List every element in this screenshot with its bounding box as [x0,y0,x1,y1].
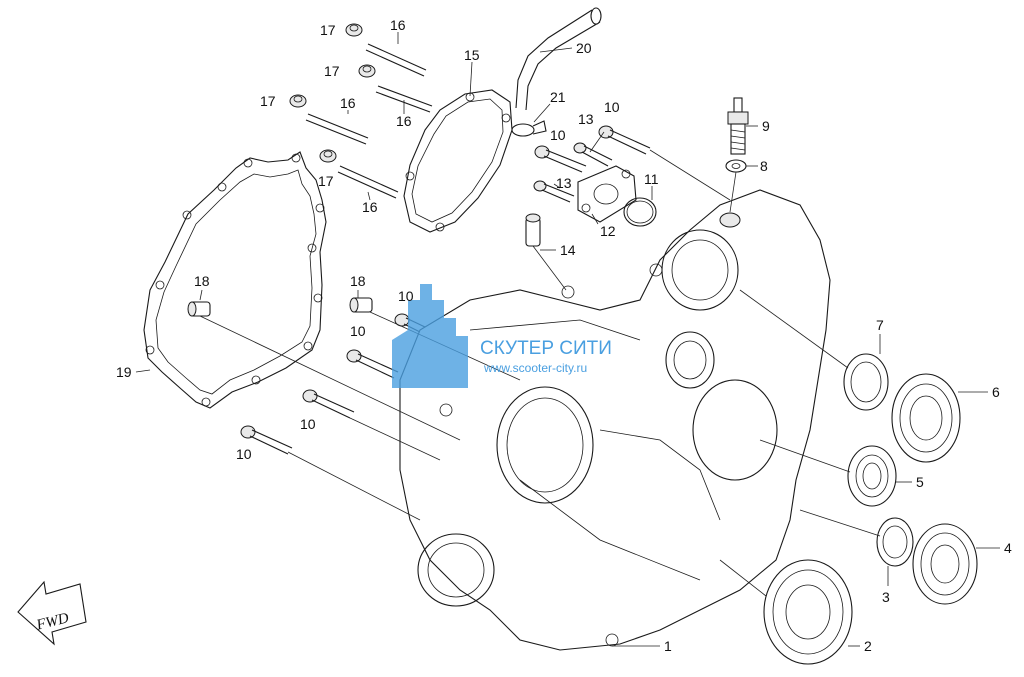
stud-16-c [305,113,369,145]
bolt-10-b [534,145,587,173]
crankcase-half-1 [399,189,831,651]
nut-17-b [358,64,376,78]
nut-17-c [289,94,307,108]
fwd-label: FWD [34,610,71,634]
callout-19: 19 [116,364,132,380]
callout-16-a: 16 [390,17,406,33]
callout-13-a: 13 [578,111,594,127]
callout-3: 3 [882,589,890,605]
dowel-14 [525,213,541,247]
bearing-4 [912,523,978,605]
nut-17-a [345,23,363,37]
stud-16-b [375,85,433,113]
callout-10-d: 10 [350,323,366,339]
bolt-10-a [598,125,651,155]
callout-1: 1 [664,638,672,654]
temperature-sensor-9 [727,97,749,155]
nut-17-group [289,23,376,163]
callout-8: 8 [760,158,768,174]
callout-9: 9 [762,118,770,134]
callout-10-f: 10 [236,446,252,462]
breather-hose-20 [515,7,602,111]
callout-17-a: 17 [320,22,336,38]
callout-leaders [135,32,1000,647]
callout-6: 6 [992,384,1000,400]
bearing-6 [891,373,961,463]
assembly-lines [199,149,881,597]
stud-16-d [337,165,399,199]
callout-15: 15 [464,47,480,63]
bearing-2 [763,559,853,665]
callout-10-a: 10 [604,99,620,115]
callout-20: 20 [576,40,592,56]
callout-16-d: 16 [362,199,378,215]
callout-17-c: 17 [260,93,276,109]
callout-17-d: 17 [318,173,334,189]
callout-17-b: 17 [324,63,340,79]
bearing-5 [847,445,897,507]
callout-10-c: 10 [398,288,414,304]
callout-16-b: 16 [396,113,412,129]
watermark-logo: СКУТЕР СИТИ www.scooter-city.ru [392,284,612,388]
callout-21: 21 [550,89,566,105]
callout-11: 11 [644,171,659,187]
cover-cap-12 [577,165,637,223]
fwd-direction-arrow: FWD [17,580,87,646]
bolt-13-a [573,142,613,167]
stud-16-a [365,43,427,77]
callout-5: 5 [916,474,924,490]
sealing-washer-8 [725,159,747,173]
o-ring-11 [623,197,657,227]
watermark-url: www.scooter-city.ru [483,361,587,375]
callout-numbers: 1 2 3 4 5 6 7 8 9 10 10 10 10 10 10 11 1… [116,17,1012,654]
callout-12: 12 [600,223,616,239]
callout-10-e: 10 [300,416,316,432]
nut-17-d [319,149,337,163]
callout-2: 2 [864,638,872,654]
bolt-10-f [240,425,293,455]
bolt-13-group [533,142,613,203]
callout-18-b: 18 [350,273,366,289]
callout-13-b: 13 [556,175,572,191]
dowel-18-a [187,301,211,317]
oil-seal-7 [843,353,889,411]
bolt-10-e [302,389,355,419]
dowel-18-group [187,297,373,317]
hose-clamp-21 [511,120,547,137]
callout-18-a: 18 [194,273,210,289]
callout-10-b: 10 [550,127,566,143]
oil-seal-3 [876,517,914,567]
watermark-brand: СКУТЕР СИТИ [480,338,612,359]
callout-7: 7 [876,317,884,333]
dowel-18-b [349,297,373,313]
bolt-10-d [346,349,399,379]
crankcase-gasket-19 [143,151,327,409]
stud-16-group [305,43,433,199]
callout-4: 4 [1004,540,1012,556]
cover-gasket-15 [403,89,513,233]
callout-16-c: 16 [340,95,356,111]
callout-14: 14 [560,242,576,258]
bolt-13-b [533,180,575,203]
